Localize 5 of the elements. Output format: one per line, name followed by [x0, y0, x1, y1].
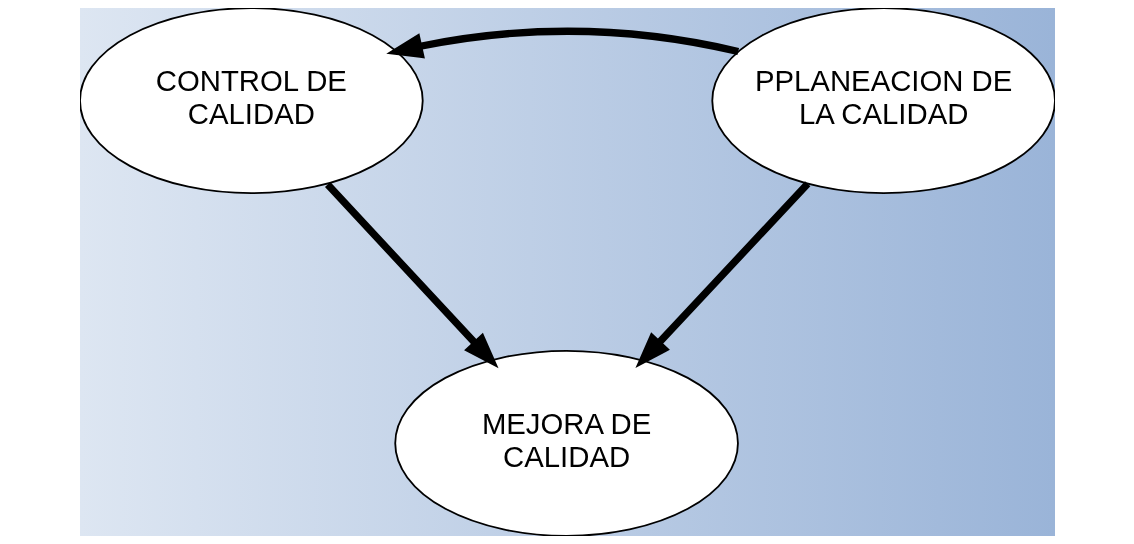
arrow: [324, 182, 499, 369]
node-ellipse: MEJORA DE CALIDAD: [393, 349, 739, 536]
arrow: [385, 27, 739, 59]
node-ellipse: PPLANEACION DE LA CALIDAD: [710, 8, 1055, 195]
arrow: [634, 181, 810, 368]
